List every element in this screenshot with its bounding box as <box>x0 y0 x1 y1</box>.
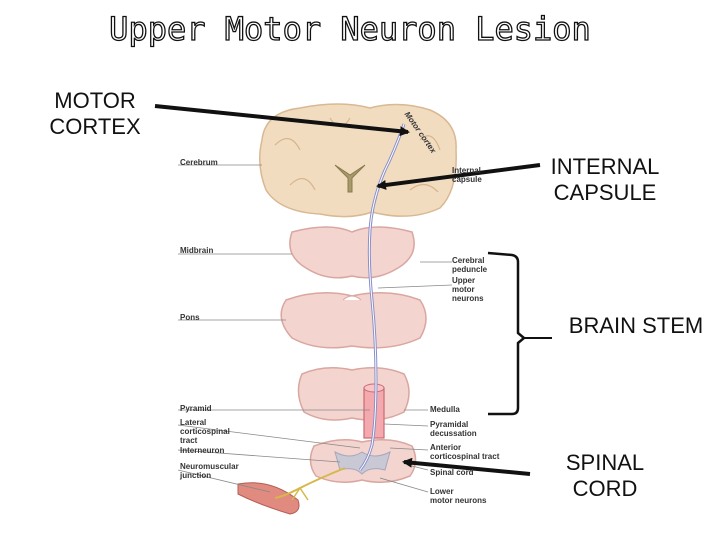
muscle-fiber <box>237 482 300 515</box>
label-midbrain: Midbrain <box>180 246 214 255</box>
label-upper-motor-neurons: Upper motor neurons <box>452 276 484 303</box>
callout-line: CAPSULE <box>553 180 657 205</box>
pons-section <box>280 292 427 349</box>
label-neuromuscular-junction: Neuromuscular junction <box>180 462 239 480</box>
brain-stem-bracket <box>487 251 526 416</box>
label-interneuron: Interneuron <box>180 446 225 455</box>
label-cerebrum: Cerebrum <box>180 158 218 167</box>
label-lateral-corticospinal-tract: Lateral corticospinal tract <box>180 418 230 445</box>
label-pyramid: Pyramid <box>180 404 212 413</box>
label-anterior-corticospinal-tract: Anterior corticospinal tract <box>430 443 500 461</box>
label-pyramidal-decussation: Pyramidal decussation <box>430 420 477 438</box>
motor-cortex-callout: MOTOR CORTEX <box>40 88 150 140</box>
callout-line: CORD <box>572 476 638 501</box>
callout-line: INTERNAL <box>550 154 660 179</box>
midbrain-section <box>289 226 415 279</box>
internal-capsule-arrow <box>376 163 541 190</box>
label-medulla: Medulla <box>430 405 460 414</box>
internal-capsule-callout: INTERNAL CAPSULE <box>540 154 670 206</box>
medulla-section <box>297 367 410 421</box>
label-spinal-cord: Spinal cord <box>430 468 474 477</box>
callout-line: SPINAL <box>565 450 645 475</box>
label-pons: Pons <box>180 313 200 322</box>
callout-line: MOTOR <box>54 88 136 113</box>
ventricle <box>334 164 366 193</box>
label-lower-motor-neurons: Lower motor neurons <box>430 487 487 505</box>
callout-line: CORTEX <box>49 114 141 139</box>
brain-stem-callout: BRAIN STEM <box>568 313 704 338</box>
label-cerebral-peduncle: Cerebral peduncle <box>452 256 488 274</box>
label-internal-capsule: Internal capsule <box>452 166 482 184</box>
cortex-folds <box>274 117 441 193</box>
motor-cortex-arrow <box>154 104 410 137</box>
gray-matter <box>334 451 391 475</box>
spinal-cord-callout: SPINAL CORD <box>545 450 665 502</box>
spinal-cord-arrow <box>402 457 531 476</box>
slide-title: Upper Motor Neuron Lesion <box>109 9 592 48</box>
